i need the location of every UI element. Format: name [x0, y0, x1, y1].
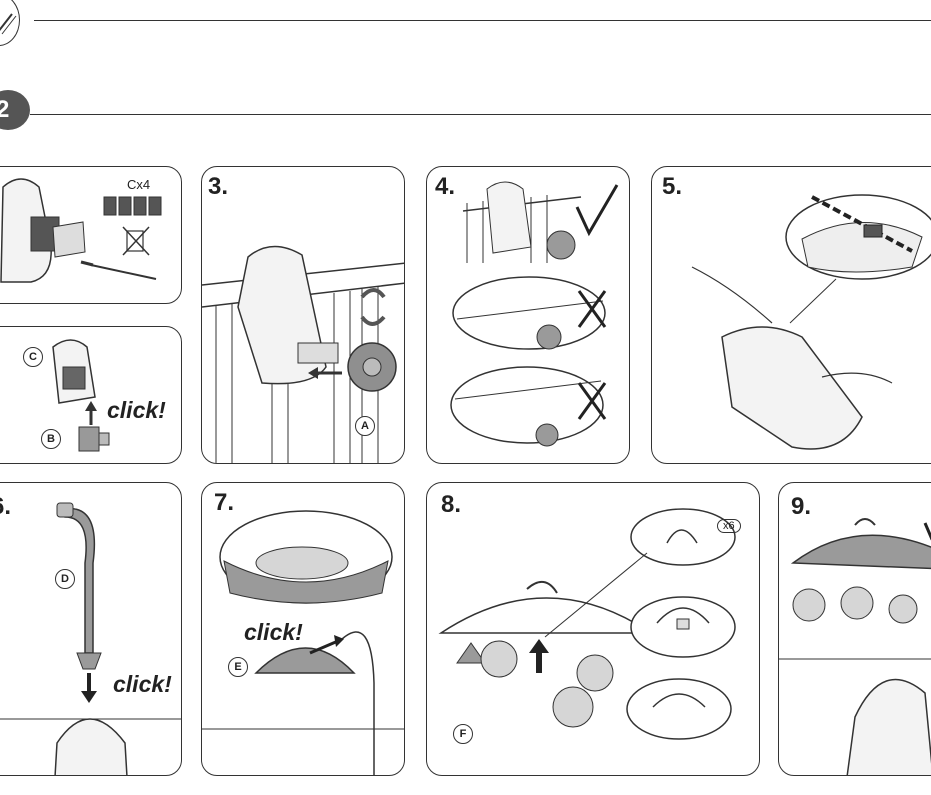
- panel-step-8: 8. x6 F: [426, 482, 760, 776]
- step-number: 3.: [208, 173, 229, 200]
- step-number: 9.: [791, 493, 812, 520]
- battery-icons: [103, 196, 162, 216]
- panel-step-2: C B click!: [0, 326, 182, 464]
- step-number: 8.: [441, 491, 462, 518]
- canopy-attach-illustration: [202, 510, 404, 775]
- cross-icon-2: [577, 382, 607, 420]
- check-icon: [575, 184, 619, 237]
- finished-mobile-illustration: [779, 518, 931, 775]
- click-label: click!: [113, 671, 172, 697]
- panel-step-5: 5.: [651, 166, 931, 464]
- toy-attach-illustration: [438, 508, 736, 740]
- step-number: 7.: [214, 489, 235, 516]
- click-label: click!: [107, 397, 166, 423]
- step-number: 4.: [435, 173, 456, 200]
- switch-illustration: [691, 194, 931, 450]
- unit-attach-illustration: [52, 339, 110, 452]
- panel-step-1: Cx4: [0, 166, 182, 304]
- part-f-label: F: [453, 724, 473, 744]
- correct-incorrect-illustration: [450, 181, 619, 447]
- count-badge: x6: [717, 519, 741, 533]
- part-c-label: C: [23, 347, 43, 367]
- section-rule: [30, 114, 931, 115]
- click-label: click!: [244, 619, 303, 645]
- cross-icon-1: [577, 290, 607, 328]
- recycle-bin-icon: [122, 226, 150, 256]
- panel-step-4: 4.: [426, 166, 630, 464]
- crib-attach-illustration: [202, 245, 404, 463]
- panel-step-6: 6. D click!: [0, 482, 182, 776]
- step-number: 5.: [662, 173, 683, 200]
- panel-step-9: 9.: [778, 482, 931, 776]
- part-e-label: E: [228, 657, 248, 677]
- battery-install-illustration: [0, 178, 157, 283]
- part-a-label: A: [355, 416, 375, 436]
- battery-count-label: Cx4: [127, 177, 151, 192]
- section-number: 2: [0, 96, 10, 123]
- arm-attach-illustration: [0, 502, 181, 775]
- step-number: 6.: [0, 493, 12, 520]
- part-b-label: B: [41, 429, 61, 449]
- header-rule-top: [34, 20, 931, 21]
- pen-icon: [0, 13, 17, 35]
- check-icon: [923, 522, 931, 541]
- panel-step-7: 7. click! E: [201, 482, 405, 776]
- panel-step-3: 3. A: [201, 166, 405, 464]
- part-d-label: D: [55, 569, 75, 589]
